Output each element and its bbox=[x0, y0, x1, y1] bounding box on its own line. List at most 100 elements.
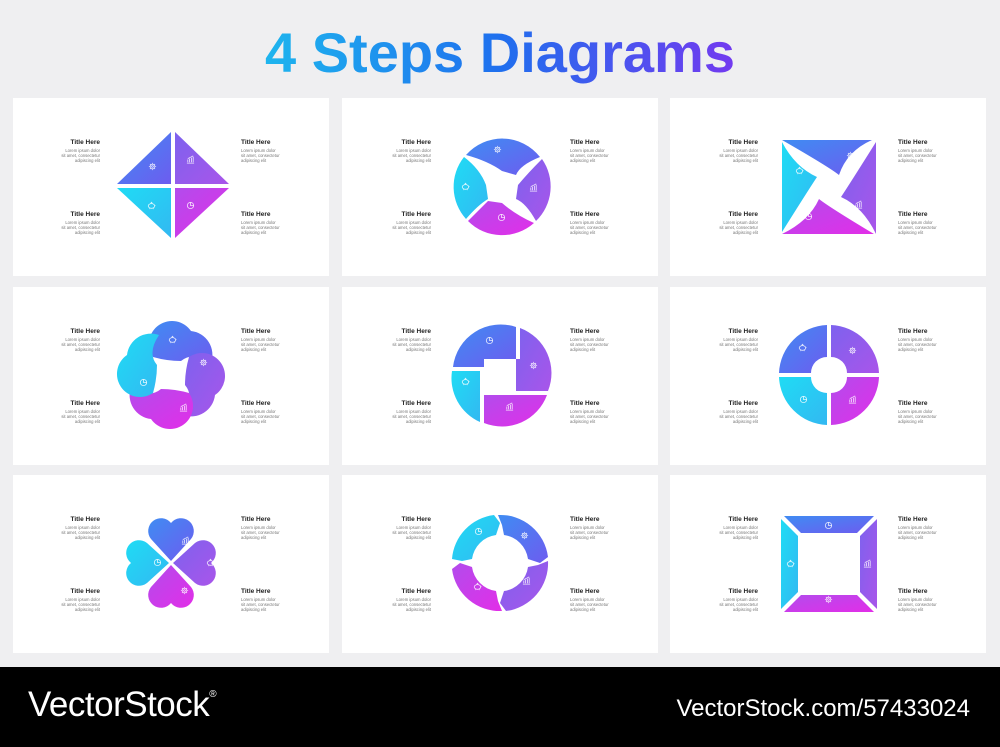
label-line: adipiscing elit bbox=[732, 607, 758, 613]
label-title: Title Here bbox=[401, 588, 431, 595]
label-line: sit amet, consectetur bbox=[392, 153, 431, 159]
segment-right bbox=[516, 159, 551, 221]
label-line: Lorem ipsum dolor bbox=[241, 597, 276, 602]
label-line: Lorem ipsum dolor bbox=[241, 337, 276, 342]
label-line: adipiscing elit bbox=[405, 347, 431, 353]
label-line: adipiscing elit bbox=[570, 419, 596, 425]
segment-bottom-left bbox=[452, 563, 502, 612]
label-line: sit amet, consectetur bbox=[898, 414, 937, 420]
label-title: Title Here bbox=[570, 328, 600, 335]
label-title: Title Here bbox=[70, 588, 100, 595]
gear-icon bbox=[846, 151, 855, 160]
segment-top bbox=[148, 518, 194, 561]
label-line: adipiscing elit bbox=[898, 607, 924, 613]
label-title: Title Here bbox=[898, 588, 928, 595]
label-line: sit amet, consectetur bbox=[898, 602, 937, 608]
segment-bottom-right bbox=[500, 561, 549, 611]
label-line: sit amet, consectetur bbox=[61, 342, 100, 348]
label-title: Title Here bbox=[241, 328, 271, 335]
label-title: Title Here bbox=[570, 211, 600, 218]
label-line: Lorem ipsum dolor bbox=[241, 525, 276, 530]
label-line: adipiscing elit bbox=[732, 419, 758, 425]
label-title: Title Here bbox=[241, 588, 271, 595]
swirl-ring-diagram bbox=[453, 138, 551, 236]
label-title: Title Here bbox=[70, 400, 100, 407]
label-line: adipiscing elit bbox=[405, 158, 431, 164]
segment-top-right bbox=[175, 132, 229, 184]
label-line: adipiscing elit bbox=[570, 230, 596, 236]
segment-bottom bbox=[129, 387, 194, 430]
label-line: sit amet, consectetur bbox=[570, 225, 609, 231]
label-line: sit amet, consectetur bbox=[61, 602, 100, 608]
label-line: adipiscing elit bbox=[732, 158, 758, 164]
label-line: sit amet, consectetur bbox=[570, 414, 609, 420]
label-line: adipiscing elit bbox=[732, 535, 758, 541]
label-line: adipiscing elit bbox=[898, 347, 924, 353]
label-line: Lorem ipsum dolor bbox=[570, 220, 605, 225]
label-line: adipiscing elit bbox=[405, 535, 431, 541]
square-ring-diagram bbox=[451, 324, 552, 427]
label-line: adipiscing elit bbox=[241, 158, 267, 164]
segment-left bbox=[453, 157, 488, 219]
label-line: Lorem ipsum dolor bbox=[898, 409, 933, 414]
label-line: adipiscing elit bbox=[241, 347, 267, 353]
label-line: Lorem ipsum dolor bbox=[570, 597, 605, 602]
label-title: Title Here bbox=[241, 516, 271, 523]
label-title: Title Here bbox=[241, 139, 271, 146]
label-line: Lorem ipsum dolor bbox=[723, 409, 758, 414]
segment-bottom bbox=[468, 201, 534, 236]
label-line: adipiscing elit bbox=[74, 607, 100, 613]
segment-top-left bbox=[117, 132, 171, 184]
label-line: Lorem ipsum dolor bbox=[898, 597, 933, 602]
label-title: Title Here bbox=[898, 139, 928, 146]
segment-top bbox=[782, 140, 872, 175]
segment-bottom bbox=[484, 395, 547, 427]
segment-right bbox=[183, 352, 226, 417]
label-line: sit amet, consectetur bbox=[392, 530, 431, 536]
label-line: sit amet, consectetur bbox=[898, 153, 937, 159]
segment-bottom bbox=[148, 565, 194, 608]
segment-right bbox=[841, 142, 876, 234]
label-title: Title Here bbox=[401, 328, 431, 335]
label-line: Lorem ipsum dolor bbox=[898, 148, 933, 153]
image-id: VectorStock.com/57433024 bbox=[676, 695, 970, 722]
label-title: Title Here bbox=[898, 400, 928, 407]
label-title: Title Here bbox=[401, 139, 431, 146]
label-line: adipiscing elit bbox=[74, 158, 100, 164]
segment-top-left bbox=[779, 325, 827, 373]
label-line: sit amet, consectetur bbox=[719, 414, 758, 420]
label-line: Lorem ipsum dolor bbox=[723, 525, 758, 530]
label-line: Lorem ipsum dolor bbox=[570, 148, 605, 153]
registered-mark: ® bbox=[209, 689, 217, 700]
label-line: adipiscing elit bbox=[898, 230, 924, 236]
label-line: sit amet, consectetur bbox=[61, 153, 100, 159]
label-line: sit amet, consectetur bbox=[570, 602, 609, 608]
segment-left bbox=[126, 540, 169, 586]
segment-right bbox=[516, 328, 552, 391]
label-line: sit amet, consectetur bbox=[392, 414, 431, 420]
label-line: adipiscing elit bbox=[74, 419, 100, 425]
label-line: adipiscing elit bbox=[241, 535, 267, 541]
label-title: Title Here bbox=[898, 516, 928, 523]
